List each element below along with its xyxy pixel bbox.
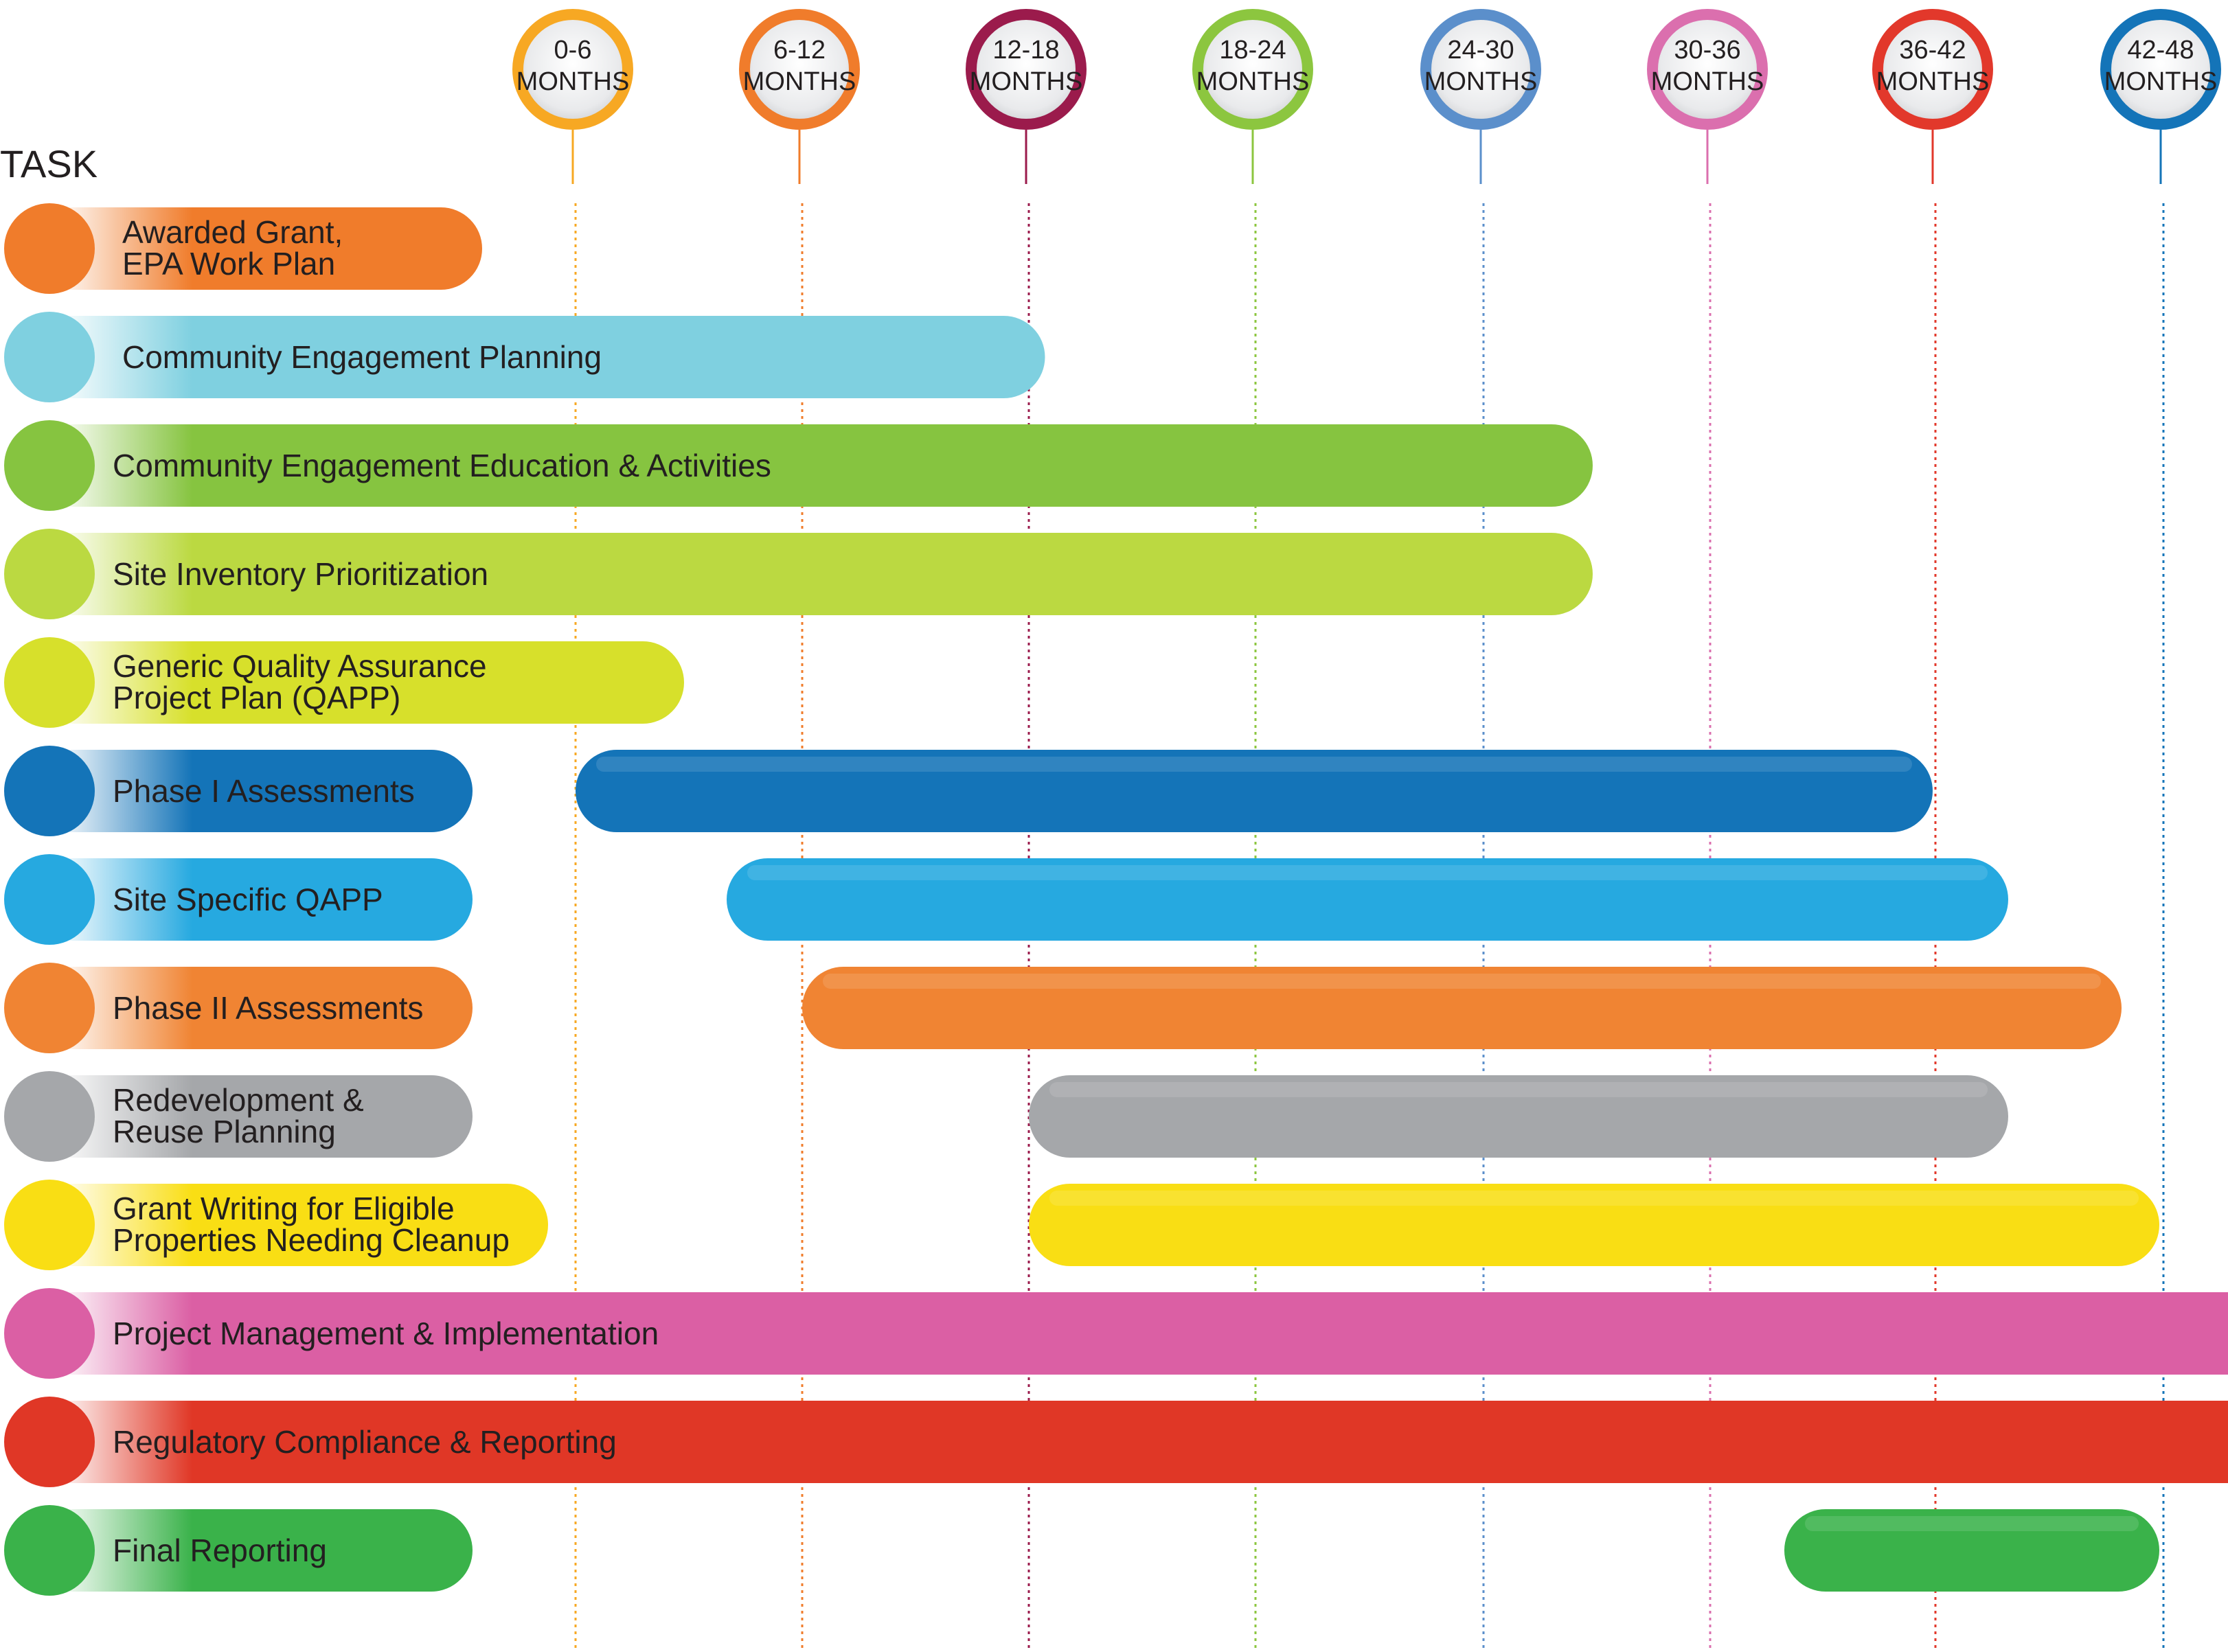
- task-label-line: EPA Work Plan: [122, 246, 335, 282]
- period-unit-label: MONTHS: [970, 67, 1083, 96]
- task-label-line: Project Plan (QAPP): [113, 680, 400, 715]
- task-label-line: Properties Needing Cleanup: [113, 1222, 510, 1258]
- task-label: Community Engagement Planning: [122, 339, 602, 375]
- period-marker-circle: [1872, 9, 1993, 130]
- task-bar-highlight: [823, 974, 2101, 989]
- period-marker-circle: [739, 9, 860, 130]
- task-label-bar: [14, 207, 482, 290]
- task-color-dot: [4, 529, 95, 619]
- task-bar-highlight: [747, 865, 1988, 880]
- task-label-bar: [14, 858, 473, 941]
- task-label-bar: [14, 1184, 548, 1266]
- task-color-dot: [4, 1071, 95, 1162]
- task-color-dot: [4, 854, 95, 945]
- task-label-bar: [14, 1509, 473, 1592]
- period-label: 12-18: [992, 36, 1059, 65]
- period-marker-circle: [966, 9, 1087, 130]
- task-color-dot: [4, 312, 95, 402]
- task-color-dot: [4, 637, 95, 728]
- task-row: Community Engagement Education & Activit…: [4, 420, 1593, 511]
- task-label-bar: [14, 1292, 2228, 1375]
- period-unit-label: MONTHS: [516, 67, 630, 96]
- task-bar-highlight: [1049, 1082, 1988, 1097]
- task-label-line: Generic Quality Assurance: [113, 648, 487, 684]
- task-label: Phase II Assessments: [113, 990, 424, 1026]
- task-label: Regulatory Compliance & Reporting: [113, 1424, 617, 1460]
- period-marker-circle: [2100, 9, 2221, 130]
- period-unit-label: MONTHS: [1196, 67, 1310, 96]
- task-label: Site Specific QAPP: [113, 882, 383, 917]
- task-row: Phase II Assessments: [4, 963, 2122, 1053]
- period-label: 0-6: [554, 36, 592, 65]
- period-marker-circle: [512, 9, 633, 130]
- task-color-dot: [4, 746, 95, 836]
- task-color-dot: [4, 1397, 95, 1487]
- task-bar-highlight: [1805, 1516, 2139, 1531]
- task-label-bar: [14, 750, 473, 832]
- task-timeline-bar: [1029, 1075, 2008, 1158]
- period-unit-label: MONTHS: [743, 67, 856, 96]
- task-timeline-bar: [727, 858, 2008, 941]
- period-label: 36-42: [1899, 36, 1966, 65]
- task-timeline-bar: [1784, 1509, 2159, 1592]
- task-label-bar: [14, 967, 473, 1049]
- task-label: Phase I Assessments: [113, 773, 415, 809]
- task-label-bar: [14, 533, 1593, 615]
- task-timeline-bar: [802, 967, 2122, 1049]
- task-label-line: Reuse Planning: [113, 1114, 336, 1149]
- task-label-bar: [14, 424, 1593, 507]
- task-color-dot: [4, 203, 95, 294]
- task-color-dot: [4, 963, 95, 1053]
- period-unit-label: MONTHS: [1424, 67, 1538, 96]
- task-header: TASK: [0, 142, 98, 185]
- task-label: Site Inventory Prioritization: [113, 556, 488, 592]
- task-color-dot: [4, 420, 95, 511]
- task-label-bar: [14, 641, 684, 724]
- task-row: Regulatory Compliance & Reporting: [4, 1397, 2228, 1487]
- period-marker-circle: [1192, 9, 1313, 130]
- period-label: 42-48: [2127, 36, 2194, 65]
- period-unit-label: MONTHS: [2104, 67, 2218, 96]
- period-label: 6-12: [773, 36, 826, 65]
- period-label: 18-24: [1219, 36, 1286, 65]
- task-row: Site Inventory Prioritization: [4, 529, 1593, 619]
- task-label-line: Awarded Grant,: [122, 214, 343, 250]
- task-color-dot: [4, 1288, 95, 1379]
- task-color-dot: [4, 1505, 95, 1596]
- task-label-line: Redevelopment &: [113, 1082, 364, 1118]
- task-timeline-bar: [576, 750, 1933, 832]
- period-unit-label: MONTHS: [1876, 67, 1990, 96]
- task-row: Awarded Grant,EPA Work Plan: [4, 203, 482, 294]
- task-label-bar: [14, 1075, 473, 1158]
- task-row: Community Engagement Planning: [4, 312, 1045, 402]
- task-label: Final Reporting: [113, 1533, 327, 1568]
- task-color-dot: [4, 1180, 95, 1270]
- period-unit-label: MONTHS: [1651, 67, 1764, 96]
- task-row: Site Specific QAPP: [4, 854, 2008, 945]
- task-bar-highlight: [1049, 1191, 2139, 1206]
- task-label-bar: [14, 1401, 2228, 1483]
- period-markers: 0-6MONTHS6-12MONTHS12-18MONTHS18-24MONTH…: [512, 9, 2221, 184]
- task-row: Redevelopment &Reuse Planning: [4, 1071, 2008, 1162]
- task-label-bar: [14, 316, 1045, 398]
- period-marker-circle: [1420, 9, 1541, 130]
- task-label: Community Engagement Education & Activit…: [113, 448, 771, 483]
- task-label: Project Management & Implementation: [113, 1316, 659, 1351]
- task-row: Project Management & Implementation: [4, 1288, 2228, 1379]
- task-label-line: Grant Writing for Eligible: [113, 1191, 455, 1226]
- period-marker-circle: [1647, 9, 1768, 130]
- task-row: Final Reporting: [4, 1505, 2159, 1596]
- task-timeline-bar: [1029, 1184, 2159, 1266]
- period-label: 24-30: [1447, 36, 1514, 65]
- period-label: 30-36: [1674, 36, 1740, 65]
- task-row: Phase I Assessments: [4, 746, 1933, 836]
- task-bar-highlight: [596, 757, 1912, 772]
